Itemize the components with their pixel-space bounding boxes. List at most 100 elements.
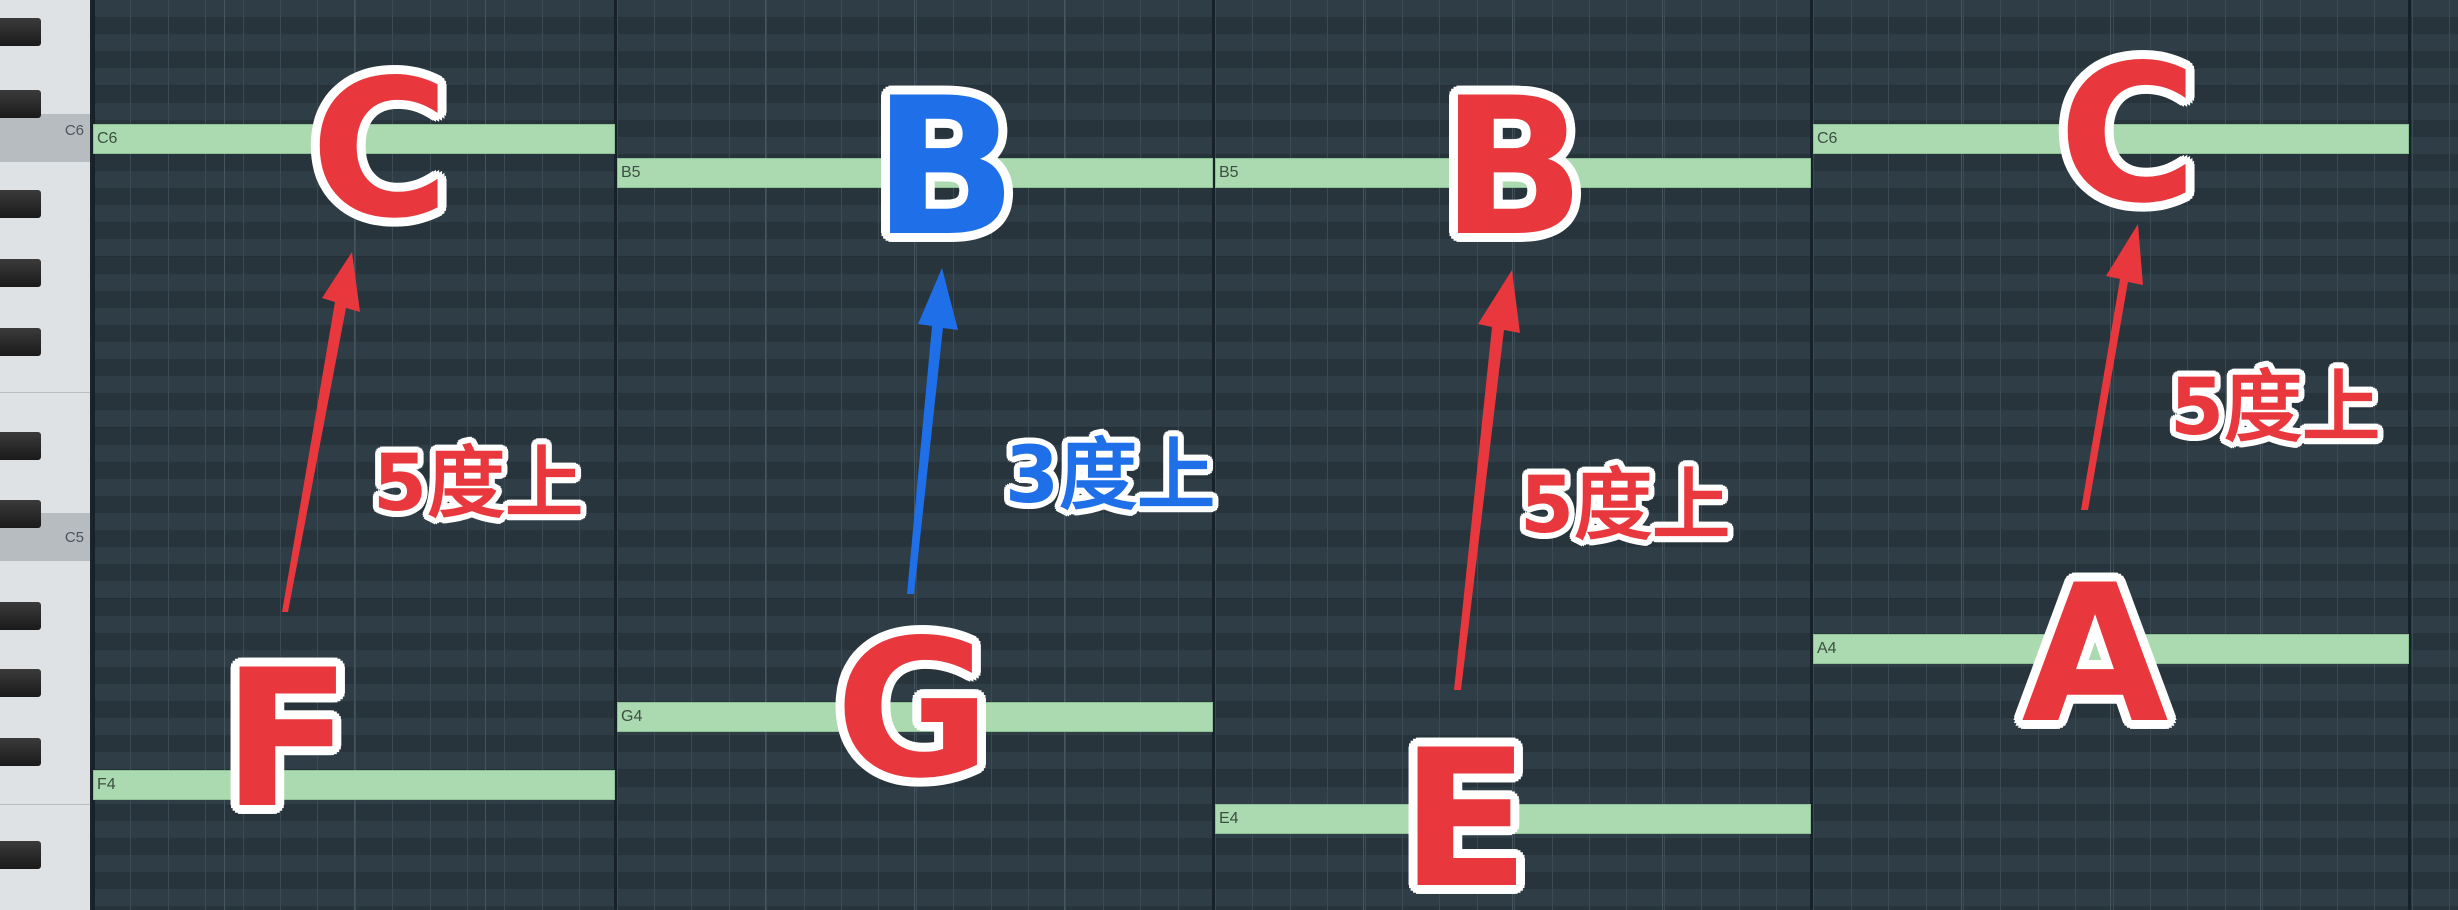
beat-line	[1063, 0, 1065, 910]
note-name-letter: C	[310, 39, 450, 260]
piano-keyboard[interactable]: C6 C5	[0, 0, 93, 910]
interval-label: 5度上	[372, 439, 584, 529]
grid-line	[2337, 0, 2338, 910]
note-label: A4	[1817, 640, 1837, 657]
black-key[interactable]	[0, 90, 41, 118]
grid-line	[1252, 0, 1254, 910]
grid-line	[2150, 0, 2151, 910]
black-key[interactable]	[0, 190, 41, 218]
grid-row	[93, 324, 2458, 343]
black-key[interactable]	[0, 259, 41, 287]
grid-row	[93, 889, 2458, 908]
grid-line	[579, 0, 581, 910]
grid-row	[93, 0, 2458, 19]
beat-line	[764, 0, 766, 910]
beat-line	[2259, 0, 2261, 910]
note-block[interactable]: G4	[617, 702, 1213, 732]
grid-row	[93, 393, 2458, 412]
grid-line	[803, 0, 805, 910]
interval-label: 5度上	[1519, 461, 1731, 551]
note-label: G4	[621, 708, 643, 725]
beat-line	[1960, 0, 1962, 910]
note-block[interactable]: B5	[1215, 158, 1811, 188]
grid-row	[93, 342, 2458, 361]
grid-line	[1177, 0, 1179, 910]
grid-line	[541, 0, 543, 910]
bar-line	[2408, 0, 2411, 910]
grid-line	[2000, 0, 2002, 910]
beat-line	[484, 0, 486, 910]
grid-line	[429, 0, 431, 910]
grid-line	[1439, 0, 1441, 910]
grid-line	[2037, 0, 2039, 910]
note-label: F4	[97, 776, 116, 793]
note-label: B5	[1219, 164, 1239, 181]
grid-line	[616, 0, 618, 910]
grid-line	[392, 0, 394, 910]
grid-line	[728, 0, 730, 910]
grid-line	[2374, 0, 2376, 910]
grid-line	[1327, 0, 1329, 910]
grid-line	[1140, 0, 1142, 910]
grid-row	[93, 410, 2458, 429]
grid-line	[2224, 0, 2226, 910]
grid-line	[1551, 0, 1553, 910]
bar-line	[1212, 0, 1215, 910]
grid-line	[1776, 0, 1777, 910]
note-name-letter: B	[872, 57, 1018, 278]
grid-line	[1850, 0, 1852, 910]
note-block[interactable]: C6	[1813, 124, 2409, 154]
interval-label: 5度上	[2169, 363, 2381, 453]
interval-label: 3度上	[1004, 431, 1216, 521]
note-block[interactable]: C6	[93, 124, 615, 154]
note-block[interactable]: A4	[1813, 634, 2409, 664]
grid-row	[93, 872, 2458, 891]
black-key[interactable]	[0, 500, 41, 528]
grid-row	[93, 837, 2458, 856]
bar-line	[92, 0, 95, 910]
bar-line	[614, 0, 617, 910]
key-divider	[0, 392, 90, 393]
key-divider	[0, 804, 90, 805]
grid-line	[1738, 0, 1740, 910]
note-block[interactable]: F4	[93, 770, 615, 800]
grid-line	[2262, 0, 2264, 910]
note-name-letter: G	[835, 599, 991, 820]
grid-line	[1888, 0, 1890, 910]
grid-line	[467, 0, 468, 910]
grid-line	[167, 0, 169, 910]
grid-row	[93, 307, 2458, 326]
c6-key-label: C6	[64, 122, 84, 139]
grid-line	[504, 0, 506, 910]
grid-line	[1402, 0, 1403, 910]
grid-line	[1364, 0, 1366, 910]
grid-line	[1963, 0, 1964, 910]
grid-line	[2075, 0, 2077, 910]
black-key[interactable]	[0, 432, 41, 460]
grid-line	[1589, 0, 1590, 910]
black-key[interactable]	[0, 841, 41, 869]
c5-key-label: C5	[64, 529, 84, 546]
grid-line	[280, 0, 281, 910]
grid-line	[990, 0, 992, 910]
black-key[interactable]	[0, 602, 41, 630]
grid-line	[2187, 0, 2189, 910]
note-name-letter: E	[1400, 709, 1530, 910]
grid-line	[1626, 0, 1628, 910]
black-key[interactable]	[0, 18, 41, 46]
note-name-letter: C	[2058, 24, 2198, 245]
black-key[interactable]	[0, 669, 41, 697]
beat-line	[223, 0, 225, 910]
grid-line	[2449, 0, 2451, 910]
black-key[interactable]	[0, 738, 41, 766]
grid-row	[93, 290, 2458, 309]
grid-line	[2411, 0, 2413, 910]
c6-key[interactable]: C6	[0, 114, 90, 162]
note-name-letter: F	[222, 629, 352, 850]
grid-line	[1289, 0, 1291, 910]
beat-line	[1362, 0, 1364, 910]
note-block[interactable]: E4	[1215, 804, 1811, 834]
note-block[interactable]: B5	[617, 158, 1213, 188]
black-key[interactable]	[0, 328, 41, 356]
